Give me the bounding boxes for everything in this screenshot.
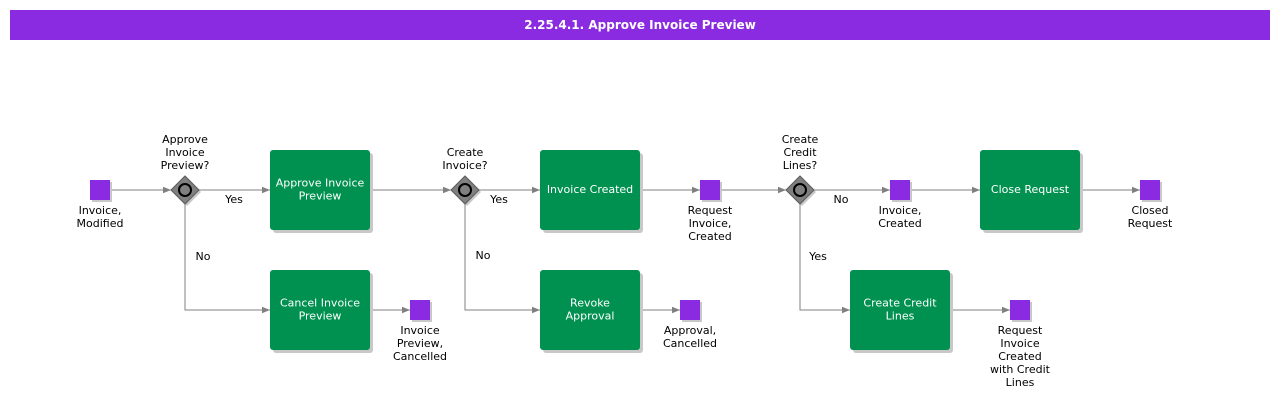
event-marker — [410, 300, 430, 320]
event-marker — [90, 180, 110, 200]
event-ev-cancelled[interactable] — [410, 300, 432, 322]
event-label: Invoice,Created — [878, 204, 922, 230]
event-ev-inv-created[interactable] — [890, 180, 912, 202]
task-label: Close Request — [991, 183, 1070, 196]
event-ev-approval-cancelled[interactable] — [680, 300, 702, 322]
event-marker — [1010, 300, 1030, 320]
task-box — [270, 150, 370, 230]
gateway-diamond — [170, 175, 200, 205]
event-ev-start[interactable] — [90, 180, 112, 202]
edge-label-g3-yes: Yes — [808, 250, 827, 263]
event-marker — [890, 180, 910, 200]
task-created[interactable]: Invoice Created — [540, 150, 643, 233]
edge-label-g3-no: No — [834, 193, 849, 206]
event-marker — [680, 300, 700, 320]
gateway-diamond — [785, 175, 815, 205]
edge-label-g1-no: No — [196, 250, 211, 263]
gateway-g1[interactable] — [170, 175, 201, 206]
edge-label-g2-yes: Yes — [489, 193, 508, 206]
gateway-ring-icon — [178, 183, 192, 197]
event-label: Invoice,Modified — [77, 204, 124, 230]
event-ev-credit[interactable] — [1010, 300, 1032, 322]
event-marker — [1140, 180, 1160, 200]
task-label: Invoice Created — [547, 183, 633, 196]
task-box — [540, 270, 640, 350]
flow-edge — [464, 204, 540, 314]
task-box — [980, 150, 1080, 230]
task-close[interactable]: Close Request — [980, 150, 1083, 233]
event-marker — [700, 180, 720, 200]
flow-edge — [184, 204, 270, 314]
edge-label-g2-no: No — [476, 249, 491, 262]
task-box — [540, 150, 640, 230]
gateway-ring-icon — [458, 183, 472, 197]
flow-edge — [799, 204, 850, 314]
gateway-ring-icon — [793, 183, 807, 197]
gateway-g2[interactable] — [450, 175, 481, 206]
event-ev-req-created[interactable] — [700, 180, 722, 202]
gateway-g3[interactable] — [785, 175, 816, 206]
event-ev-closed[interactable] — [1140, 180, 1162, 202]
task-box — [850, 270, 950, 350]
gateway-diamond — [450, 175, 480, 205]
event-label: Approval,Cancelled — [663, 324, 717, 350]
diagram-title: 2.25.4.1. Approve Invoice Preview — [10, 10, 1270, 40]
task-box — [270, 270, 370, 350]
edge-label-g1-yes: Yes — [224, 193, 243, 206]
